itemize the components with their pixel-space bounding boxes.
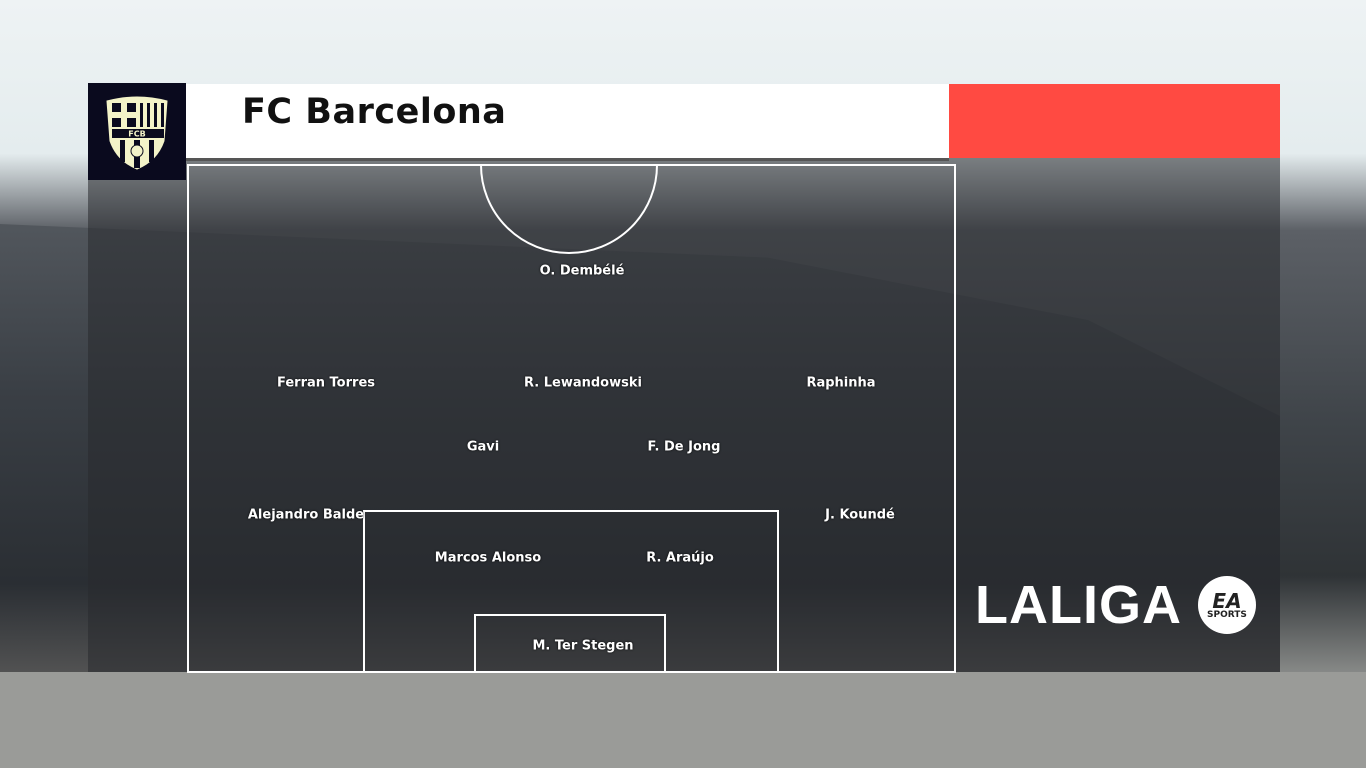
fcb-crest-icon: FCB	[106, 96, 168, 170]
player-label[interactable]: F. De Jong	[647, 439, 721, 455]
pitch	[187, 164, 956, 673]
player-label[interactable]: Alejandro Balde	[247, 507, 365, 523]
player-label[interactable]: Raphinha	[806, 375, 876, 391]
team-crest: FCB	[88, 83, 186, 180]
lineup-panel	[88, 158, 1280, 672]
player-label[interactable]: R. Lewandowski	[524, 375, 642, 391]
team-header: FC Barcelona	[186, 84, 949, 161]
league-name: LALIGA	[975, 575, 1182, 635]
svg-text:FCB: FCB	[128, 129, 145, 138]
sponsor-bottom: SPORTS	[1207, 609, 1247, 620]
accent-bar	[949, 84, 1280, 158]
sponsor-top: EA	[1212, 588, 1242, 613]
player-label[interactable]: Ferran Torres	[277, 375, 375, 391]
ea-sports-badge: EA SPORTS	[1197, 576, 1256, 634]
player-label[interactable]: R. Araújo	[646, 550, 714, 566]
player-label[interactable]: J. Koundé	[825, 507, 895, 523]
league-logo: LALIGA EA SPORTS	[975, 574, 1256, 636]
goal-area	[474, 614, 666, 673]
penalty-area	[363, 510, 779, 673]
player-label[interactable]: O. Dembélé	[539, 263, 625, 279]
player-label[interactable]: Marcos Alonso	[434, 550, 542, 566]
player-label[interactable]: M. Ter Stegen	[532, 638, 634, 654]
ground-background	[0, 672, 1366, 768]
team-name: FC Barcelona	[242, 92, 507, 132]
player-label[interactable]: Gavi	[466, 439, 500, 455]
